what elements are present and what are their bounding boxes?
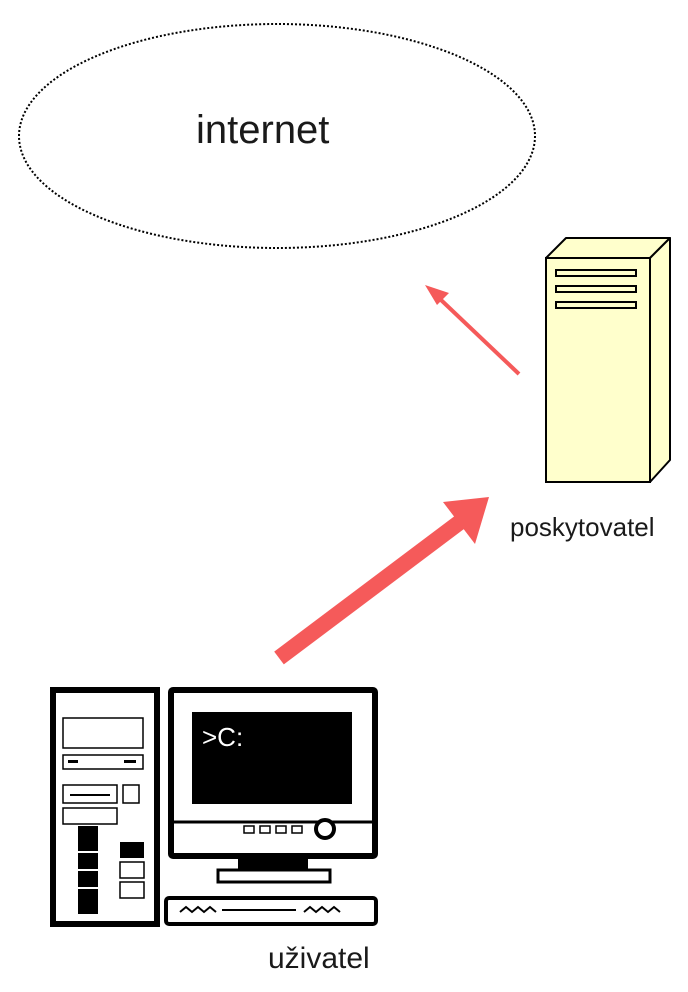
internet-label: internet — [196, 108, 330, 152]
server-icon — [545, 237, 671, 483]
arrow-server-to-internet — [425, 285, 521, 376]
monitor-screen — [192, 712, 352, 804]
provider-label: poskytovatel — [510, 512, 655, 542]
user-label: uživatel — [268, 942, 370, 975]
monitor-icon: >C: — [168, 687, 378, 884]
keyboard-icon — [164, 896, 378, 926]
pc-tower-icon — [50, 687, 160, 927]
arrow-user-to-server — [274, 497, 489, 665]
screen-prompt-text: >C: — [202, 722, 243, 752]
internet-cloud — [18, 23, 536, 249]
